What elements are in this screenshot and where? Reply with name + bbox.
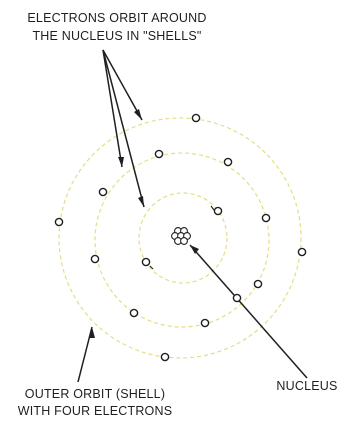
title-line-1: ELECTRONS ORBIT AROUND	[27, 11, 206, 25]
electron	[233, 294, 240, 301]
electron	[91, 255, 98, 262]
electron	[55, 218, 62, 225]
electron	[99, 188, 106, 195]
title-arrow-3	[103, 50, 144, 207]
electron	[201, 319, 208, 326]
electron	[161, 353, 168, 360]
outer-orbit-label-line-1: OUTER ORBIT (SHELL)	[25, 387, 165, 401]
nucleus-arrow	[190, 245, 307, 378]
electron	[262, 214, 269, 221]
electron	[192, 114, 199, 121]
electron	[155, 150, 162, 157]
pointer-arrows	[78, 50, 307, 382]
electron	[142, 258, 149, 265]
title-arrowhead-3	[138, 196, 144, 207]
nucleus-label: NUCLEUS	[276, 379, 337, 393]
nucleus	[172, 228, 191, 245]
title-arrowhead-1	[134, 109, 142, 120]
electron	[254, 280, 261, 287]
arrowheads	[89, 109, 199, 338]
electron	[214, 207, 221, 214]
outer-orbit-label-line-2: WITH FOUR ELECTRONS	[18, 404, 173, 418]
electron-tail	[211, 206, 214, 210]
electron	[224, 158, 231, 165]
electron	[130, 309, 137, 316]
electron	[298, 248, 305, 255]
nucleon	[181, 238, 188, 245]
title-line-2: THE NUCLEUS IN "SHELLS"	[32, 29, 201, 43]
